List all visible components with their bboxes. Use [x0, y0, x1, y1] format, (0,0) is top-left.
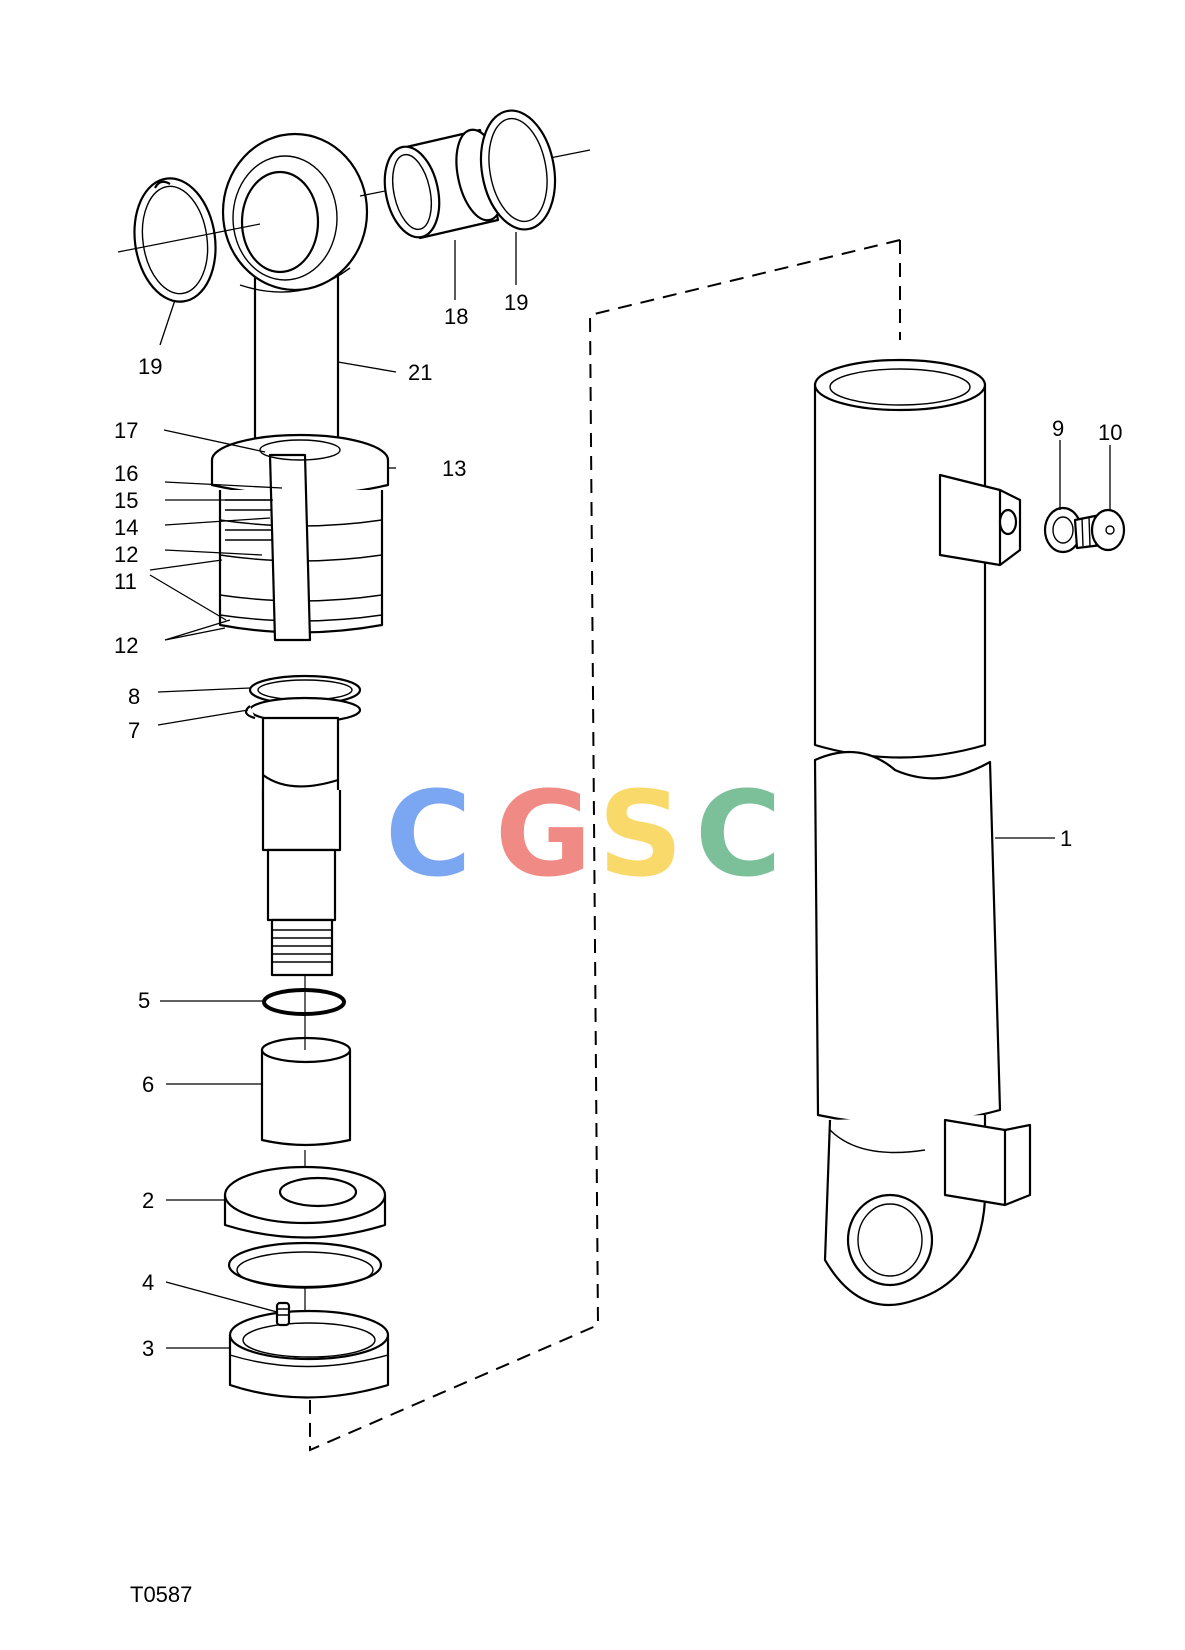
piston — [223, 1165, 387, 1289]
callout-19-left: 19 — [138, 354, 162, 379]
watermark-letter-g: G — [495, 765, 592, 903]
assembly-dashed-path — [309, 239, 901, 1452]
piston-nut — [228, 1309, 390, 1399]
piston-rod-eye — [221, 132, 369, 452]
circlip-left — [133, 177, 217, 303]
diagram-code: T0587 — [130, 1582, 192, 1607]
port-plug — [1073, 508, 1126, 552]
watermark-letter-c2: C — [695, 765, 782, 903]
callout-21: 21 — [408, 360, 432, 385]
callout-12-upper: 12 — [114, 542, 138, 567]
callout-9: 9 — [1052, 416, 1064, 441]
piston-ring-set — [244, 674, 362, 724]
callout-13: 13 — [442, 456, 466, 481]
watermark-letter-c1: C — [385, 765, 472, 903]
callout-3: 3 — [142, 1336, 154, 1361]
port-boss-lower — [943, 1118, 1032, 1207]
set-screw — [275, 1301, 291, 1327]
callout-8: 8 — [128, 684, 140, 709]
callout-2: 2 — [142, 1188, 154, 1213]
callout-10: 10 — [1098, 420, 1122, 445]
callout-1: 1 — [1060, 826, 1072, 851]
watermark-letter-s: S — [598, 765, 683, 903]
callout-14: 14 — [114, 515, 138, 540]
callout-18: 18 — [444, 304, 468, 329]
callout-11: 11 — [114, 569, 137, 594]
callout-6: 6 — [142, 1072, 154, 1097]
o-ring — [262, 988, 346, 1016]
callout-4: 4 — [142, 1270, 154, 1295]
port-boss-upper — [938, 473, 1022, 567]
callout-labels: 19 18 19 21 17 13 16 15 14 12 11 12 8 7 … — [114, 290, 1122, 1361]
spacer-sleeve — [260, 1036, 352, 1147]
callout-16: 16 — [114, 461, 138, 486]
callout-5: 5 — [138, 988, 150, 1013]
cylinder-head — [210, 433, 390, 642]
cgsc-watermark: C G S C — [385, 765, 782, 903]
piston-rod-lower — [261, 716, 342, 977]
callout-7: 7 — [128, 718, 140, 743]
callout-15: 15 — [114, 488, 138, 513]
circlip-right — [479, 109, 557, 231]
callout-17: 17 — [114, 418, 138, 443]
callout-19-right: 19 — [504, 290, 528, 315]
leader-lines — [149, 232, 1111, 1349]
callout-12-lower: 12 — [114, 633, 138, 658]
